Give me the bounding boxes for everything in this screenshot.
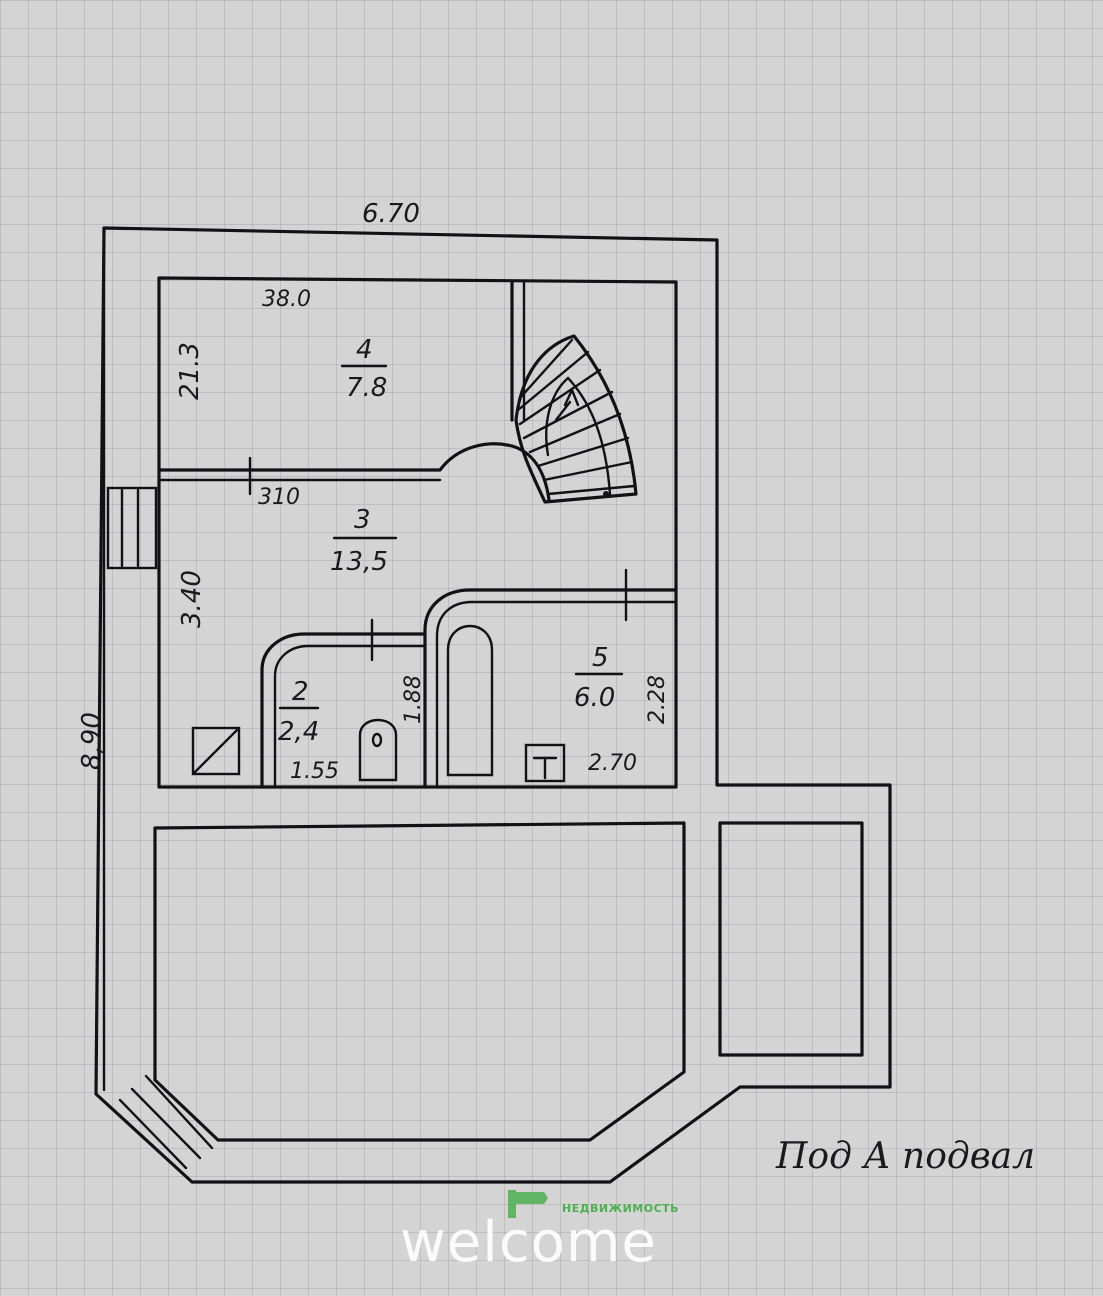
partition-3-2-inner	[273, 644, 427, 789]
label-room4-perimeter: 38.0	[262, 287, 311, 312]
toilet-symbol	[358, 718, 398, 782]
side-room-outline	[718, 821, 864, 1057]
label-room5-area: 6.0	[574, 683, 615, 713]
label-room2-number: 2	[292, 677, 309, 707]
label-room5-width: 2.70	[588, 751, 637, 776]
label-room3-side: 3.40	[177, 570, 207, 628]
partition-3-5-inner	[435, 600, 678, 789]
corner-window	[118, 1074, 214, 1170]
label-room2-width: 1.55	[290, 759, 339, 784]
label-room2-area: 2,4	[278, 717, 319, 747]
label-room4-number: 4	[356, 335, 373, 365]
lower-room-outline	[153, 821, 686, 1142]
label-caption: Под А подвал	[775, 1136, 1035, 1177]
label-door-310: 310	[258, 485, 300, 510]
watermark-brand: НЕДВИЖИМОСТЬ	[562, 1202, 680, 1215]
label-room2-height: 1.88	[401, 675, 426, 724]
watermark-word: welcome	[400, 1210, 657, 1275]
label-room3-area: 13,5	[330, 547, 388, 577]
label-room3-number: 3	[354, 505, 371, 535]
left-window	[106, 486, 158, 570]
brand-logo-icon	[508, 1190, 548, 1218]
inner-wall-upper	[157, 276, 678, 789]
boiler-symbol	[191, 726, 241, 776]
label-overall-height: 8,90	[77, 712, 107, 770]
label-room4-note: 21.3	[175, 342, 205, 400]
spiral-stair	[514, 334, 638, 504]
label-room4-area: 7.8	[346, 373, 387, 403]
shower-arch-symbol	[446, 624, 494, 777]
partition-3-5	[423, 588, 678, 789]
label-room5-height: 2.28	[645, 675, 670, 724]
label-room5-number: 5	[592, 643, 609, 673]
watermark: НЕДВИЖИМОСТЬ welcome	[400, 1190, 720, 1286]
sink-symbol	[524, 743, 566, 783]
partition-3-2	[260, 632, 427, 789]
outer-wall	[94, 226, 892, 1184]
partition-4-3	[157, 442, 551, 502]
label-overall-width: 6.70	[362, 199, 420, 229]
